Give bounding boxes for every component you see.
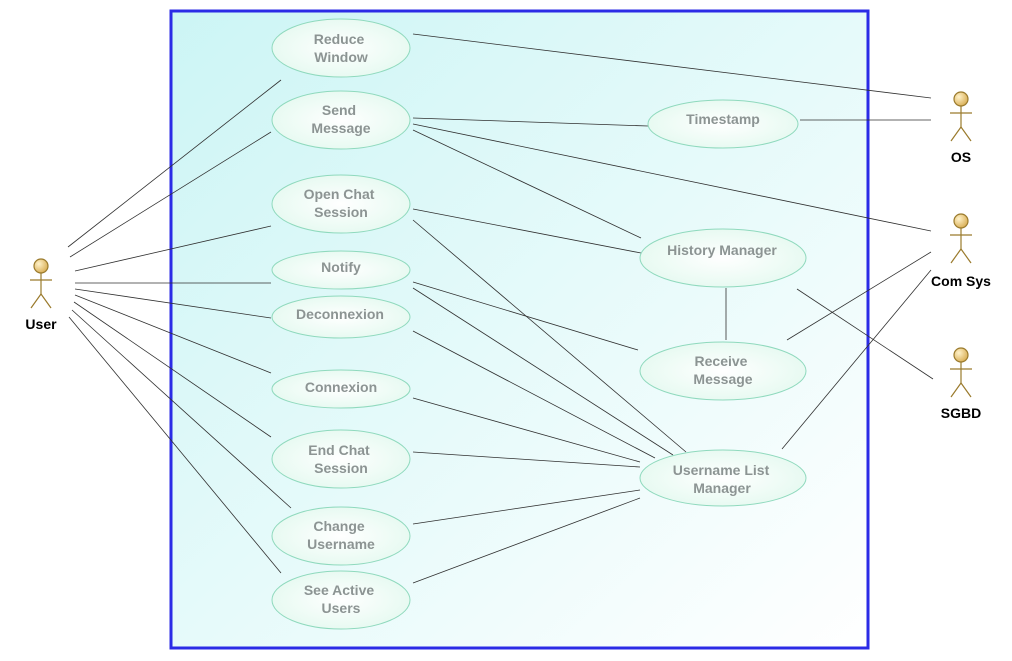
assoc-change-username-username-list-manager <box>412 489 641 525</box>
actor-user[interactable]: User <box>25 258 57 332</box>
assoc-open-chat-session-history-manager <box>412 208 642 254</box>
actor-sgbd[interactable]: SGBD <box>941 347 981 421</box>
use-case-deconnexion[interactable]: Deconnexion <box>271 295 411 339</box>
use-case-label: History Manager <box>667 242 777 258</box>
use-case-label: Message <box>311 120 370 136</box>
assoc-see-active-users-username-list-manager <box>412 497 641 584</box>
svg-text:Notify: Notify <box>321 259 361 275</box>
use-case-connexion[interactable]: Connexion <box>271 369 411 409</box>
assoc-send-message-comsys <box>412 123 932 232</box>
assoc-send-message-timestamp <box>412 117 649 127</box>
use-case-label: Receive <box>695 353 748 369</box>
assoc-user-deconnexion <box>74 288 272 319</box>
assoc-send-message-history-manager <box>412 129 642 239</box>
use-case-label: Reduce <box>314 31 365 47</box>
actor-os[interactable]: OS <box>950 91 972 165</box>
assoc-user-see-active-users <box>68 316 282 574</box>
svg-text:Connexion: Connexion <box>305 379 377 395</box>
use-case-label: Window <box>314 49 368 65</box>
associations <box>67 33 934 584</box>
stick-figure-icon <box>30 258 52 309</box>
assoc-user-send-message <box>69 131 272 258</box>
use-case-label: Change <box>313 518 365 534</box>
use-case-label: Notify <box>321 259 361 275</box>
assoc-user-open-chat-session <box>74 225 272 272</box>
assoc-notify-username-list-manager <box>412 287 674 456</box>
svg-text:Deconnexion: Deconnexion <box>296 306 384 322</box>
use-case-label: End Chat <box>308 442 370 458</box>
assoc-connexion-username-list-manager <box>412 397 641 463</box>
stick-figure-icon <box>950 347 972 398</box>
use-case-label: Timestamp <box>686 111 760 127</box>
use-case-label: Users <box>322 600 361 616</box>
assoc-end-chat-session-username-list-manager <box>412 451 641 468</box>
use-case-label: Connexion <box>305 379 377 395</box>
actor-com-sys[interactable]: Com Sys <box>931 213 991 289</box>
use-case-label: Username List <box>673 462 770 478</box>
svg-text:History Manager: History Manager <box>667 242 777 258</box>
use-case-label: Username <box>307 536 375 552</box>
assoc-user-reduce-window <box>67 79 282 248</box>
assoc-history-manager-sgbd <box>796 288 934 380</box>
use-case-label: Manager <box>693 480 751 496</box>
actor-label: User <box>25 316 57 332</box>
stick-figure-icon <box>950 213 972 264</box>
use-case-timestamp[interactable]: Timestamp <box>647 99 799 149</box>
use-case-label: See Active <box>304 582 375 598</box>
use-case-label: Session <box>314 460 368 476</box>
assoc-receive-message-comsys <box>786 251 932 341</box>
actor-label: OS <box>951 149 971 165</box>
stick-figure-icon <box>950 91 972 142</box>
assoc-user-change-username <box>71 309 292 509</box>
use-case-label: Deconnexion <box>296 306 384 322</box>
use-case-label: Open Chat <box>304 186 375 202</box>
use-case-history-manager[interactable]: History Manager <box>639 228 807 288</box>
svg-text:Timestamp: Timestamp <box>686 111 760 127</box>
assoc-reduce-window-os <box>412 33 932 99</box>
actor-label: SGBD <box>941 405 981 421</box>
use-case-label: Send <box>322 102 356 118</box>
assoc-username-list-manager-comsys <box>781 269 932 450</box>
use-case-notify[interactable]: Notify <box>271 250 411 290</box>
assoc-deconnexion-username-list-manager <box>412 330 656 459</box>
actor-label: Com Sys <box>931 273 991 289</box>
assoc-open-chat-session-username-list-manager <box>412 219 687 453</box>
assoc-user-connexion <box>74 294 272 374</box>
assoc-user-end-chat-session <box>73 301 272 438</box>
use-case-label: Session <box>314 204 368 220</box>
use-case-label: Message <box>693 371 752 387</box>
